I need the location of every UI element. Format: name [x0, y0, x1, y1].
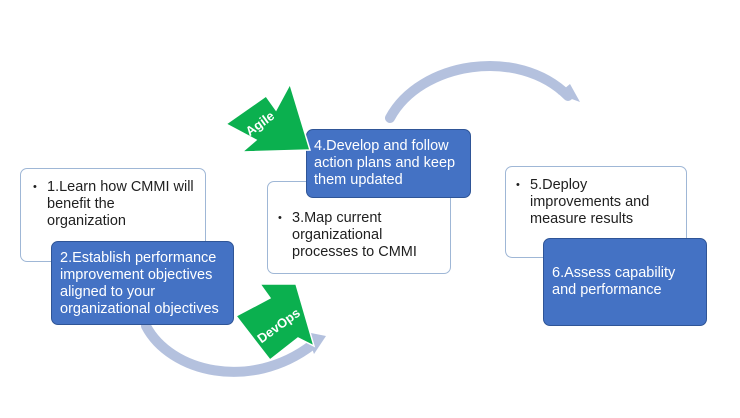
curve-arrow-bottom [141, 321, 317, 377]
step-3-text: 3.Map current organizational processes t… [292, 210, 417, 260]
step-4-text: 4.Develop and follow action plans and ke… [314, 138, 456, 188]
bullet-icon: • [33, 181, 37, 193]
bullet-icon: • [278, 212, 282, 224]
step-1-text: 1.Learn how CMMI will benefit the organi… [47, 179, 194, 229]
devops-arrow [234, 283, 316, 362]
step-6-box: 6.Assess capability and performance [543, 238, 707, 326]
curve-arrow-top [385, 61, 573, 123]
step-2-text: 2.Establish performance improvement obje… [60, 250, 219, 317]
agile-arrow [224, 82, 312, 153]
step-4-box: 4.Develop and follow action plans and ke… [306, 129, 471, 198]
curve-arrow-top-head [558, 84, 580, 102]
bullet-icon: • [516, 179, 520, 191]
step-2-box: 2.Establish performance improvement obje… [51, 241, 234, 325]
step-6-text: 6.Assess capability and performance [552, 265, 676, 298]
step-5-text: 5.Deploy improvements and measure result… [530, 177, 650, 227]
